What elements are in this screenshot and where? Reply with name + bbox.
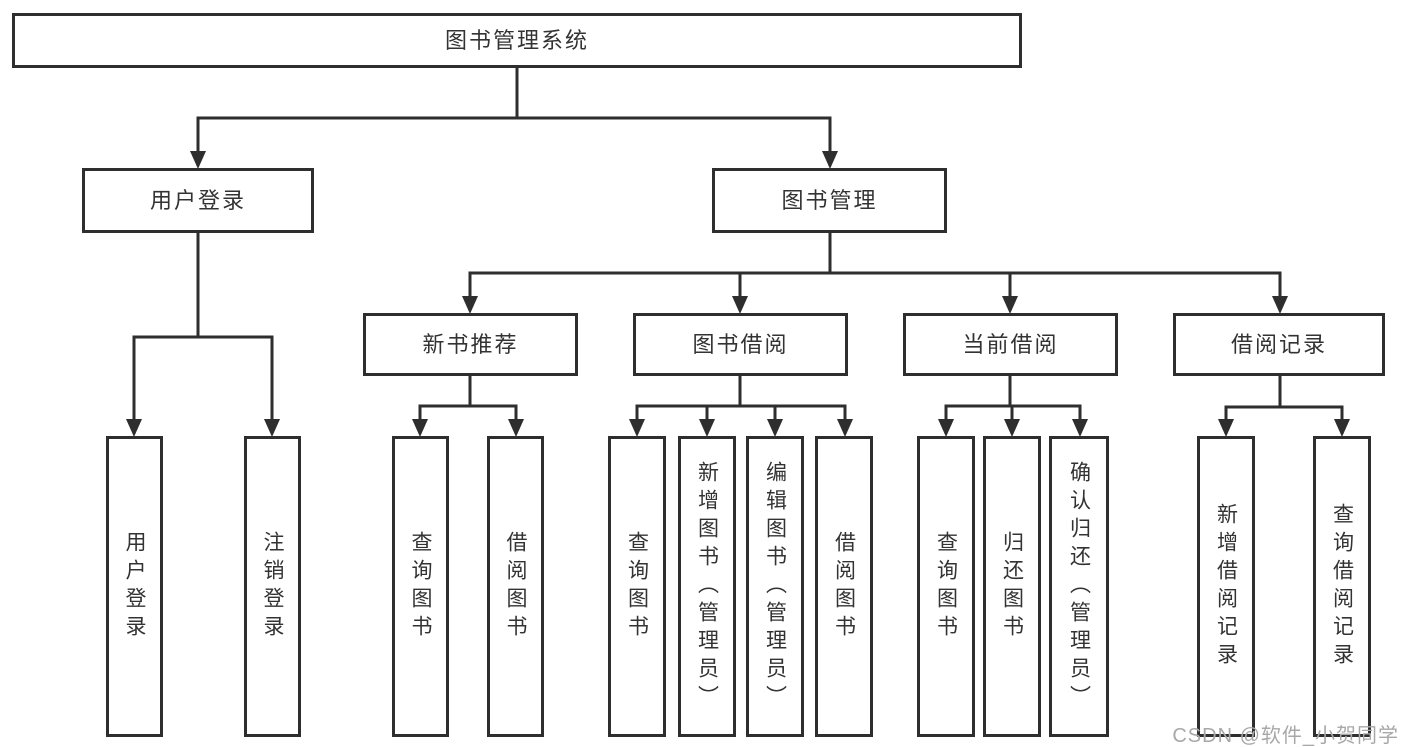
- node-new-book-recommendation: 新书推荐: [363, 313, 578, 376]
- root-node-label: 图书管理系统: [444, 27, 589, 53]
- arrow-icon: [938, 419, 954, 437]
- arrow-icon: [822, 151, 838, 169]
- leaf-label: 用户登录: [123, 530, 146, 643]
- node-book-borrowing: 图书借阅: [633, 313, 848, 376]
- arrow-icon: [264, 419, 280, 437]
- leaf-query-books-current: 查询图书: [917, 436, 975, 737]
- leaf-label: 查询借阅记录: [1330, 502, 1354, 671]
- leaf-borrow-books-recommend: 借阅图书: [487, 436, 544, 737]
- node-label: 新书推荐: [422, 331, 519, 357]
- connector-current-borrowing-to-leaves: [944, 376, 1082, 422]
- leaf-borrow-books-borrowing: 借阅图书: [815, 436, 873, 737]
- leaf-label: 查询图书: [625, 530, 649, 643]
- arrow-icon: [190, 151, 206, 169]
- leaf-edit-books-admin: 编辑图书（管理员）: [746, 436, 804, 737]
- node-user-login: 用户登录: [82, 168, 314, 233]
- leaf-label: 查询图书: [934, 530, 958, 643]
- connector-root-to-level2: [196, 68, 832, 154]
- connector-new-book-to-leaves: [418, 376, 518, 422]
- arrow-icon: [767, 419, 783, 437]
- leaf-query-books-recommend: 查询图书: [392, 436, 449, 737]
- arrow-icon: [462, 296, 478, 314]
- leaf-label: 借阅图书: [832, 530, 856, 643]
- leaf-query-books-borrowing: 查询图书: [608, 436, 666, 737]
- leaf-label: 归还图书: [1000, 530, 1024, 643]
- leaf-label: 新增图书（管理员）: [695, 460, 719, 713]
- leaf-confirm-return-admin: 确认归还（管理员）: [1049, 436, 1109, 737]
- arrow-icon: [732, 296, 748, 314]
- node-label: 用户登录: [149, 187, 246, 213]
- arrow-icon: [699, 419, 715, 437]
- arrow-icon: [508, 419, 524, 437]
- connector-book-management-to-level3: [468, 233, 1282, 299]
- node-label: 当前借阅: [962, 331, 1059, 357]
- arrow-icon: [1218, 419, 1234, 437]
- leaf-label: 确认归还（管理员）: [1067, 460, 1091, 713]
- arrow-icon: [1334, 419, 1350, 437]
- arrow-icon: [1072, 419, 1088, 437]
- node-label: 图书管理: [781, 187, 878, 213]
- connector-book-borrowing-to-leaves: [635, 376, 847, 422]
- leaf-label: 查询图书: [409, 530, 432, 643]
- node-borrowing-records: 借阅记录: [1173, 313, 1385, 376]
- arrow-icon: [629, 419, 645, 437]
- leaf-query-borrow-record: 查询借阅记录: [1313, 436, 1371, 737]
- leaf-add-books-admin: 新增图书（管理员）: [678, 436, 736, 737]
- arrow-icon: [412, 419, 428, 437]
- leaf-label: 注销登录: [261, 530, 284, 643]
- leaf-label: 借阅图书: [504, 530, 527, 643]
- arrow-icon: [1004, 419, 1020, 437]
- arrow-icon: [126, 419, 142, 437]
- arrow-icon: [1002, 296, 1018, 314]
- connector-user-login-to-leaves: [132, 233, 274, 422]
- leaf-label: 新增借阅记录: [1214, 502, 1238, 671]
- arrow-icon: [837, 419, 853, 437]
- leaf-label: 编辑图书（管理员）: [763, 460, 787, 713]
- arrowheads: [126, 151, 1350, 437]
- root-node-library-management-system: 图书管理系统: [12, 13, 1022, 68]
- node-label: 图书借阅: [692, 331, 789, 357]
- connector-borrowing-records-to-leaves: [1224, 376, 1344, 422]
- watermark-csdn: CSDN @软件_小贺同学: [1172, 725, 1399, 747]
- node-label: 借阅记录: [1230, 331, 1327, 357]
- leaf-logout: 注销登录: [244, 436, 301, 737]
- leaf-add-borrow-record: 新增借阅记录: [1197, 436, 1255, 737]
- node-current-borrowing: 当前借阅: [903, 313, 1118, 376]
- leaf-return-books: 归还图书: [983, 436, 1041, 737]
- arrow-icon: [1272, 296, 1288, 314]
- node-book-management: 图书管理: [712, 168, 947, 233]
- leaf-user-login: 用户登录: [106, 436, 163, 737]
